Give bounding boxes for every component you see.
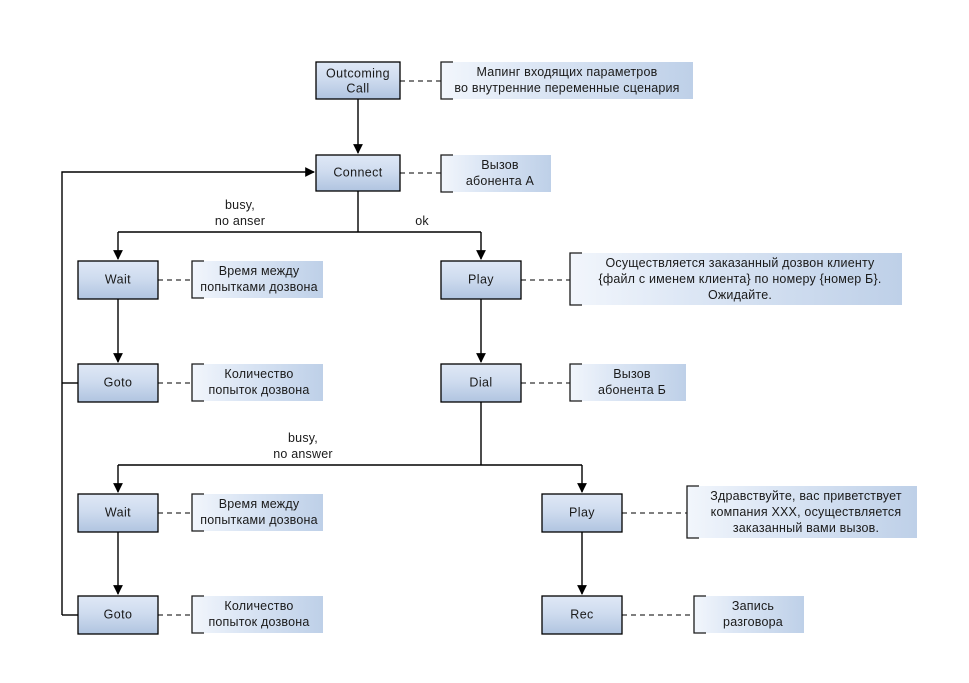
node-goto-2[interactable]: Goto bbox=[77, 595, 159, 635]
edge-feedback-spine-to-connect bbox=[61, 167, 315, 615]
note-call-b: Вызов абонента Б bbox=[569, 363, 686, 402]
edge-label-busy-no-answer-line-0: busy, bbox=[288, 431, 318, 445]
note-recording: Запись разговора bbox=[693, 595, 804, 634]
note-retry-interval-2: Время между попытками дозвона bbox=[191, 493, 323, 532]
node-play-2-label: Play bbox=[569, 505, 595, 519]
edge-label-ok-line-0: ok bbox=[415, 214, 429, 228]
node-outcoming-call[interactable]: Outcoming Call bbox=[315, 61, 401, 100]
note-recording-line-1: разговора bbox=[723, 615, 783, 629]
node-play-1[interactable]: Play bbox=[440, 260, 522, 300]
node-rec[interactable]: Rec bbox=[541, 595, 623, 635]
note-retry-interval-2-line-1: попытками дозвона bbox=[200, 513, 318, 527]
edge-label-ok: ok bbox=[415, 214, 429, 228]
note-retry-count-2-line-0: Количество bbox=[224, 599, 293, 613]
node-outcoming-call-line-1: Call bbox=[346, 81, 369, 95]
node-play-1-label: Play bbox=[468, 272, 494, 286]
node-outcoming-call-line-0: Outcoming bbox=[326, 66, 390, 80]
node-play-2[interactable]: Play bbox=[541, 493, 623, 533]
note-greeting: Здравствуйте, вас приветствует компания … bbox=[686, 485, 917, 539]
note-call-a: Вызов абонента А bbox=[440, 154, 551, 193]
node-dial[interactable]: Dial bbox=[440, 363, 522, 403]
note-call-a-line-0: Вызов bbox=[481, 158, 519, 172]
node-wait-1[interactable]: Wait bbox=[77, 260, 159, 300]
note-dialing-client-line-2: Ожидайте. bbox=[708, 288, 772, 302]
edge-label-busy-no-anser: busy, no anser bbox=[215, 198, 265, 228]
node-goto-1-label: Goto bbox=[104, 375, 133, 389]
note-greeting-line-2: заказанный вами вызов. bbox=[733, 521, 879, 535]
edge-label-busy-no-answer-line-1: no answer bbox=[273, 447, 332, 461]
note-call-b-line-1: абонента Б bbox=[598, 383, 666, 397]
note-call-a-line-1: абонента А bbox=[466, 174, 535, 188]
note-retry-count-1: Количество попыток дозвона bbox=[191, 363, 323, 402]
note-dialing-client: Осуществляется заказанный дозвон клиенту… bbox=[569, 252, 902, 306]
node-wait-1-label: Wait bbox=[105, 272, 131, 286]
note-greeting-line-1: компания ХХХ, осуществляется bbox=[711, 505, 902, 519]
node-wait-2-label: Wait bbox=[105, 505, 131, 519]
node-rec-label: Rec bbox=[570, 607, 593, 621]
note-greeting-line-0: Здравствуйте, вас приветствует bbox=[710, 489, 902, 503]
edge-label-busy-no-answer: busy, no answer bbox=[273, 431, 332, 461]
note-retry-interval-1-line-1: попытками дозвона bbox=[200, 280, 318, 294]
node-goto-1[interactable]: Goto bbox=[77, 363, 159, 403]
node-connect[interactable]: Connect bbox=[315, 154, 401, 192]
note-retry-interval-1: Время между попытками дозвона bbox=[191, 260, 323, 299]
node-connect-label: Connect bbox=[333, 165, 382, 179]
node-goto-2-label: Goto bbox=[104, 607, 133, 621]
note-dialing-client-line-0: Осуществляется заказанный дозвон клиенту bbox=[605, 256, 875, 270]
note-mapping: Мапинг входящих параметров во внутренние… bbox=[440, 61, 693, 100]
note-retry-count-2-line-1: попыток дозвона bbox=[208, 615, 309, 629]
note-dialing-client-line-1: {файл с именем клиента} по номеру {номер… bbox=[598, 272, 881, 286]
note-call-b-line-0: Вызов bbox=[613, 367, 651, 381]
note-retry-interval-2-line-0: Время между bbox=[219, 497, 300, 511]
node-wait-2[interactable]: Wait bbox=[77, 493, 159, 533]
note-mapping-line-0: Мапинг входящих параметров bbox=[477, 65, 658, 79]
edge-label-busy-no-anser-line-0: busy, bbox=[225, 198, 255, 212]
note-retry-count-1-line-0: Количество bbox=[224, 367, 293, 381]
note-mapping-line-1: во внутренние переменные сценария bbox=[454, 81, 679, 95]
node-dial-label: Dial bbox=[469, 375, 492, 389]
note-retry-count-2: Количество попыток дозвона bbox=[191, 595, 323, 634]
edge-label-busy-no-anser-line-1: no anser bbox=[215, 214, 265, 228]
note-retry-interval-1-line-0: Время между bbox=[219, 264, 300, 278]
note-retry-count-1-line-1: попыток дозвона bbox=[208, 383, 309, 397]
note-recording-line-0: Запись bbox=[732, 599, 774, 613]
